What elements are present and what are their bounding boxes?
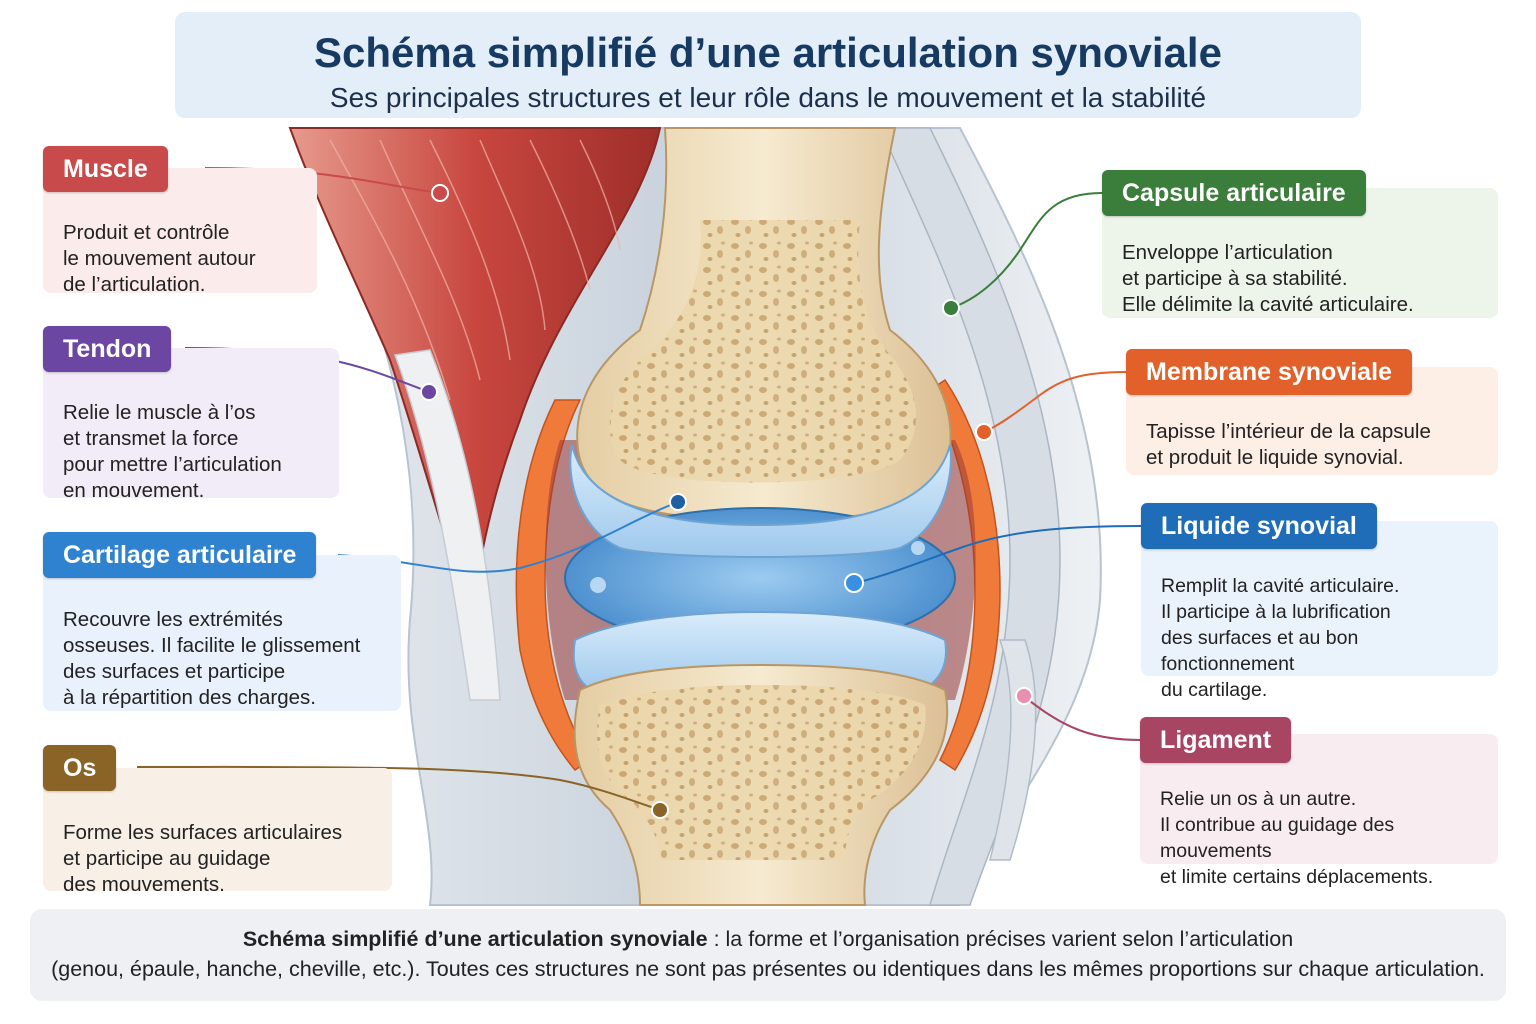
capsule-label: Capsule articulaire [1102,170,1366,216]
dot-liquide [844,573,864,593]
upper-bone-spongy [609,220,917,483]
os-description: Forme les surfaces articulaires et parti… [63,821,343,896]
footer-rest: : la forme et l’organisation précises va… [707,927,1294,951]
leader-capsule [950,192,1103,309]
page-subtitle: Ses principales structures et leur rôle … [329,82,1207,114]
footer-bold: Schéma simplifié d’une articulation syno… [242,927,708,951]
dot-muscle [431,184,449,202]
dot-capsule [942,299,960,317]
membrane-description: Tapisse l’intérieur de la capsule et pro… [1146,420,1431,469]
leader-liquide [853,525,1142,584]
membrane-label: Membrane synoviale [1126,349,1412,395]
liquide-description: Remplit la cavité articulaire. Il partic… [1161,575,1400,701]
liquide-label: Liquide synovial [1141,503,1377,549]
ligament-label: Ligament [1140,717,1292,763]
page-title: Schéma simplifié d’une articulation syno… [314,29,1222,76]
tendon-label: Tendon [43,326,172,372]
capsule-description: Enveloppe l’articulation et participe à … [1122,241,1414,316]
cartilage-label: Cartilage articulaire [43,532,317,578]
dot-membrane [975,423,993,441]
cartilage-description: Recouvre les extrémités osseuses. Il fac… [63,608,361,709]
leader-membrane [983,371,1127,433]
dot-cartilage [669,493,687,511]
footer-note: Schéma simplifié d’une articulation syno… [30,909,1506,1001]
header-panel: Schéma simplifié d’une articulation syno… [175,12,1361,118]
tendon-description: Relie le muscle à l’os et transmet la fo… [63,401,282,502]
footer-line-2: (genou, épaule, hanche, cheville, etc.).… [51,957,1485,981]
lower-bone-spongy [597,685,926,860]
cartilage-upper [569,444,952,558]
dot-ligament [1015,687,1033,705]
os-label: Os [43,745,117,791]
ligament-card: Relie un os à un autre. Il contribue au … [1140,734,1498,888]
tendon-shape [393,349,501,701]
footer-line-1: Schéma simplifié d’une articulation syno… [30,924,1506,954]
dot-tendon [420,383,438,401]
muscle-label: Muscle [43,146,168,192]
cartilage-card: Recouvre les extrémités osseuses. Il fac… [43,555,401,711]
leader-os [136,765,661,811]
tendon-card: Relie le muscle à l’os et transmet la fo… [43,348,339,502]
muscle-description: Produit et contrôle le mouvement autour … [63,221,256,296]
ligament-description: Relie un os à un autre. Il contribue au … [1160,788,1434,888]
leader-cartilage [337,501,679,573]
dot-os [651,801,669,819]
